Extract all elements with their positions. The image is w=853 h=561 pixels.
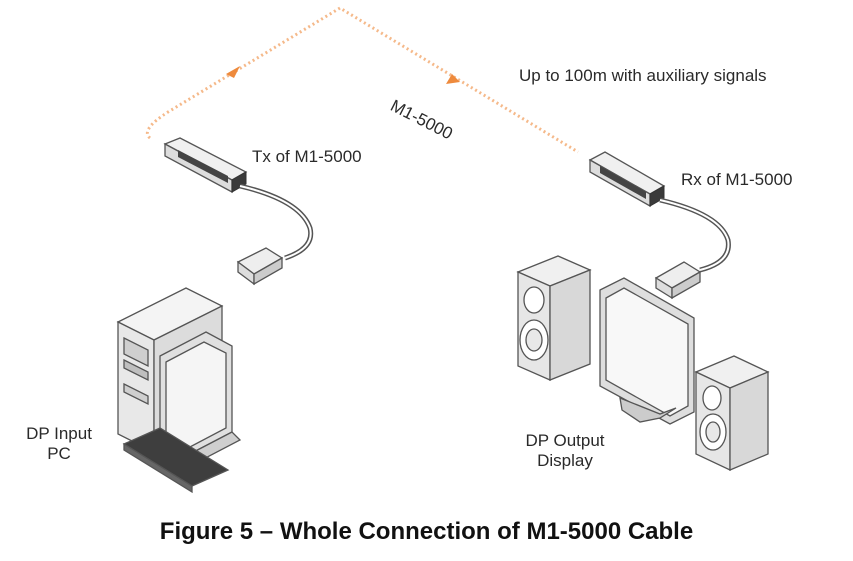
rx-label: Rx of M1-5000: [681, 170, 793, 189]
source-label-line1: DP Input: [26, 424, 92, 443]
tx-label: Tx of M1-5000: [252, 147, 362, 166]
display-monitor-icon: [599, 277, 695, 425]
arrow-icon: [446, 74, 460, 84]
rx-module: [588, 151, 666, 208]
keyboard-icon: [122, 427, 230, 494]
dp-connector-icon: [236, 247, 284, 286]
dp-connector-icon: [654, 261, 702, 300]
sink-label-line2: Display: [537, 451, 593, 470]
fiber-cable: [145, 6, 579, 154]
source-label-line2: PC: [47, 444, 71, 463]
sink-label: DP Output Display: [510, 431, 620, 471]
sink-label-line1: DP Output: [525, 431, 605, 450]
arrow-icon: [226, 66, 240, 78]
figure-caption: Figure 5 – Whole Connection of M1-5000 C…: [159, 518, 694, 545]
speaker-icon: [516, 255, 592, 381]
tx-module: [163, 137, 248, 194]
distance-label: Up to 100m with auxiliary signals: [519, 66, 767, 85]
speaker-icon: [694, 355, 770, 472]
source-label: DP Input PC: [14, 424, 104, 464]
